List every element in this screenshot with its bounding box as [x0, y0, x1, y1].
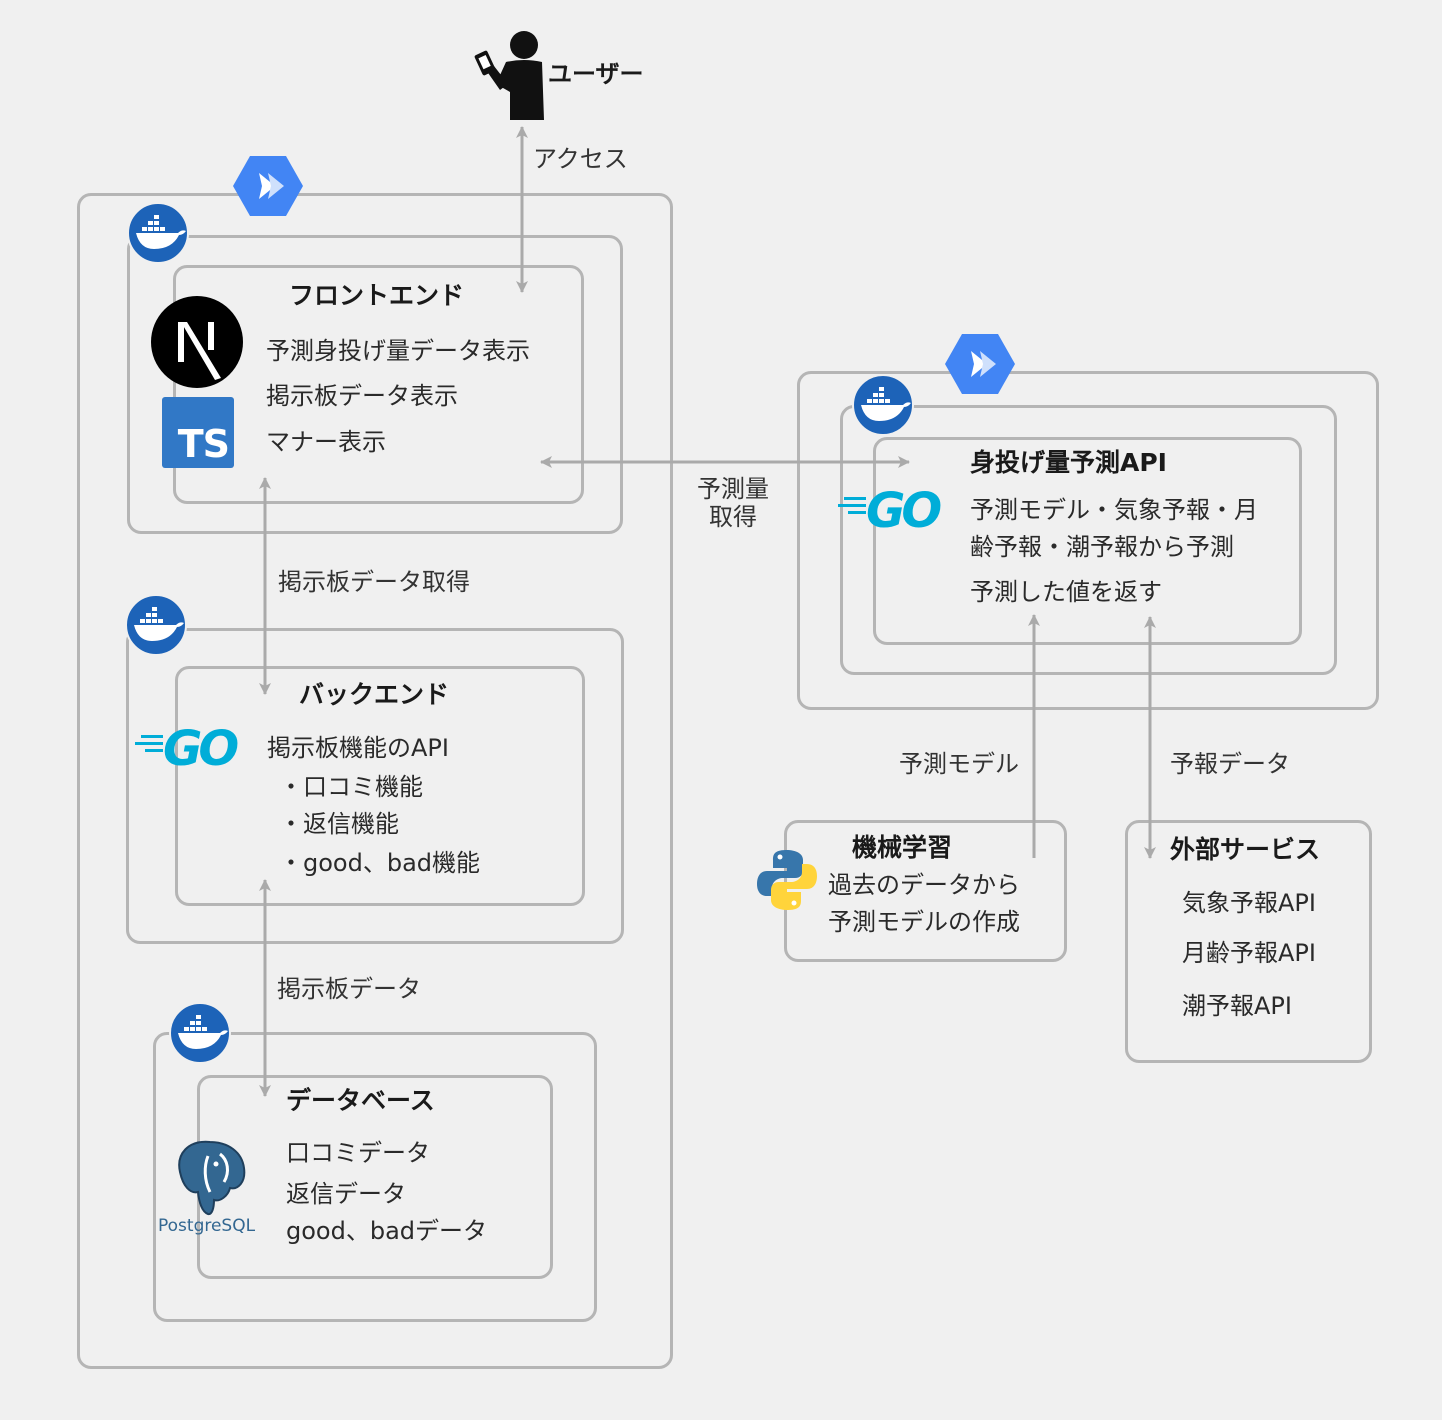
frontend-line-3: マナー表示: [266, 428, 386, 456]
ml-title: 機械学習: [852, 833, 953, 862]
user-label: ユーザー: [548, 60, 644, 88]
python-icon: [755, 848, 819, 916]
backend-line-3: ・返信機能: [279, 810, 399, 838]
ml-line-2: 予測モデルの作成: [828, 908, 1020, 936]
database-line-2: 返信データ: [286, 1180, 406, 1208]
frontend-line-2: 掲示板データ表示: [266, 382, 458, 410]
frontend-line-1: 予測身投げ量データ表示: [266, 337, 530, 365]
docker-container-backend: [126, 628, 624, 944]
edge-label-model: 予測モデル: [899, 750, 1019, 778]
edge-label-board-data: 掲示板データ: [277, 975, 421, 1003]
database-line-3: good、badデータ: [286, 1217, 488, 1245]
nextjs-icon: [151, 296, 243, 392]
forecast-api-box: [873, 437, 1302, 645]
person-with-phone-icon: [472, 30, 548, 126]
external-service-line-1: 気象予報API: [1182, 889, 1316, 917]
typescript-icon-text: TS: [177, 422, 230, 466]
docker-container-forecast: [840, 405, 1337, 675]
backend-line-4: ・good、bad機能: [279, 849, 481, 877]
frontend-box: [173, 265, 584, 504]
backend-box: [175, 666, 585, 906]
cloud-run-icon: [233, 154, 303, 222]
go-icon-text: GO: [866, 483, 942, 539]
postgresql-label: PostgreSQL: [158, 1216, 256, 1236]
edge-label-forecast-data: 予報データ: [1170, 750, 1290, 778]
external-service-title: 外部サービス: [1170, 835, 1321, 864]
backend-line-1: 掲示板機能のAPI: [267, 734, 449, 762]
external-service-box: [1125, 820, 1372, 1063]
backend-title: バックエンド: [299, 680, 450, 709]
postgresql-icon: PostgreSQL: [158, 1136, 262, 1240]
go-icon: GO: [838, 483, 958, 539]
go-icon: GO: [135, 721, 253, 777]
cloud-run-icon: [945, 332, 1015, 400]
edge-label-forecast-fetch: 予測量 取得: [697, 475, 769, 531]
go-icon-text: GO: [163, 721, 239, 777]
forecast-api-line-3: 予測した値を返す: [970, 578, 1162, 606]
cloud-run-container-main: [77, 193, 673, 1369]
database-title: データベース: [286, 1086, 435, 1115]
forecast-api-line-2: 齢予報・潮予報から予測: [970, 533, 1234, 561]
forecast-api-line-1: 予測モデル・気象予報・月: [970, 496, 1258, 524]
docker-icon: [124, 593, 188, 661]
external-service-line-2: 月齢予報API: [1182, 939, 1316, 967]
docker-icon: [851, 373, 915, 441]
backend-line-2: ・口コミ機能: [279, 773, 423, 801]
typescript-icon: TS: [162, 397, 234, 468]
database-line-1: 口コミデータ: [286, 1139, 430, 1167]
docker-icon: [168, 1001, 232, 1069]
cloud-run-container-forecast: [797, 371, 1379, 710]
forecast-api-title: 身投げ量予測API: [970, 448, 1167, 477]
ml-line-1: 過去のデータから: [828, 871, 1020, 899]
docker-container-database: [153, 1032, 597, 1322]
edge-label-board-fetch: 掲示板データ取得: [278, 568, 470, 596]
docker-container-frontend: [127, 235, 623, 534]
external-service-line-3: 潮予報API: [1182, 992, 1292, 1020]
docker-icon: [126, 201, 190, 269]
frontend-title: フロントエンド: [289, 281, 465, 310]
edge-label-access: アクセス: [533, 145, 628, 173]
